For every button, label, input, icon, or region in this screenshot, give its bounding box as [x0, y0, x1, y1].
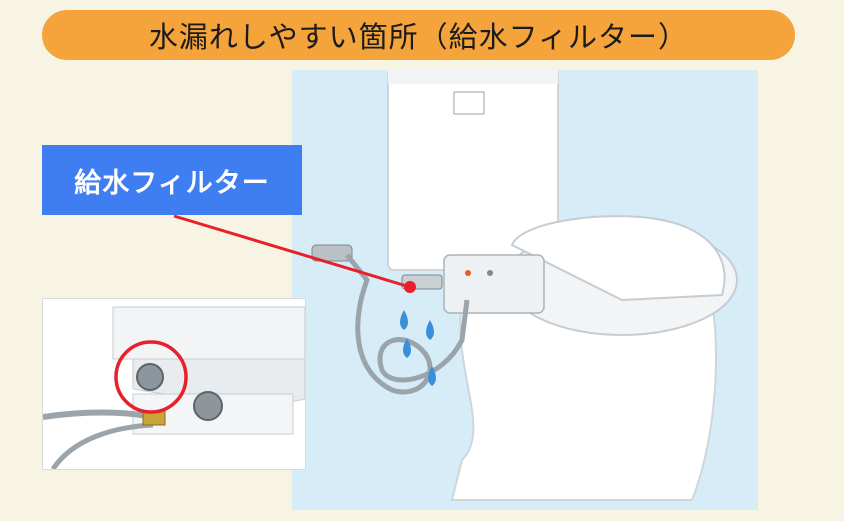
- closeup-illustration: [43, 299, 305, 469]
- red-circle-marker: [114, 340, 188, 414]
- page-title: 水漏れしやすい箇所（給水フィルター）: [42, 10, 795, 60]
- page-title-text: 水漏れしやすい箇所（給水フィルター）: [148, 20, 689, 54]
- toilet-scene: [292, 70, 758, 510]
- filter-label: 給水フィルター: [42, 145, 302, 215]
- toilet-illustration: [311, 70, 738, 501]
- filter-label-text: 給水フィルター: [74, 167, 270, 199]
- water-drop-icon: [400, 310, 436, 386]
- filter-closeup-photo: [42, 298, 306, 470]
